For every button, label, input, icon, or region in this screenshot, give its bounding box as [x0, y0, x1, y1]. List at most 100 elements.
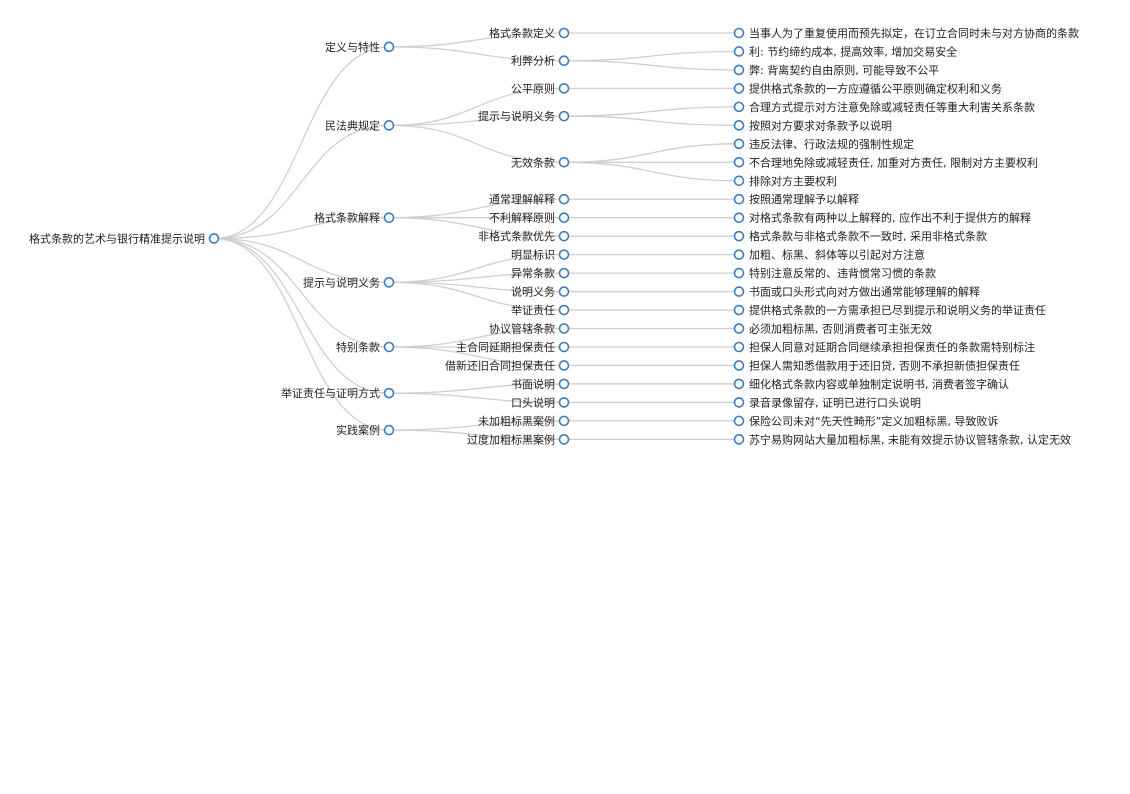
topic-node[interactable]: 无效条款 [511, 155, 570, 169]
leaf-node[interactable]: 细化格式条款内容或单独制定说明书, 消费者签字确认 [733, 377, 1010, 391]
node-circle-icon[interactable] [733, 46, 745, 57]
node-circle-icon[interactable] [733, 212, 745, 223]
topic-node[interactable]: 不利解释原则 [489, 211, 570, 225]
node-circle-icon[interactable] [558, 230, 570, 242]
node-circle-icon[interactable] [733, 64, 745, 76]
node-circle-icon[interactable] [733, 83, 745, 94]
node-circle-icon[interactable] [558, 27, 570, 39]
node-circle-icon[interactable] [383, 424, 395, 436]
leaf-node[interactable]: 不合理地免除或减轻责任, 加重对方责任, 限制对方主要权利 [733, 155, 1039, 169]
node-circle-icon[interactable] [558, 341, 570, 353]
branch-node[interactable]: 举证责任与证明方式 [281, 386, 395, 400]
node-circle-icon[interactable] [733, 397, 745, 408]
leaf-node[interactable]: 提供格式条款的一方需承担已尽到提示和说明义务的举证责任 [733, 303, 1047, 317]
leaf-node[interactable]: 加粗、标黑、斜体等以引起对方注意 [733, 248, 926, 262]
branch-node[interactable]: 民法典规定 [325, 118, 395, 132]
node-circle-icon[interactable] [208, 233, 220, 244]
leaf-node[interactable]: 担保人需知悉借款用于还旧贷, 否则不承担新债担保责任 [733, 358, 1021, 372]
branch-node[interactable]: 实践案例 [336, 423, 395, 437]
topic-node[interactable]: 明显标识 [511, 248, 570, 262]
node-circle-icon[interactable] [383, 41, 395, 53]
node-circle-icon[interactable] [558, 156, 570, 168]
topic-node[interactable]: 举证责任 [511, 303, 570, 317]
leaf-node[interactable]: 提供格式条款的一方应遵循公平原则确定权利和义务 [733, 81, 1003, 95]
node-circle-icon[interactable] [558, 193, 570, 205]
node-circle-icon[interactable] [733, 101, 745, 113]
leaf-node[interactable]: 对格式条款有两种以上解释的, 应作出不利于提供方的解释 [733, 211, 1032, 225]
node-circle-icon[interactable] [733, 120, 745, 131]
topic-node[interactable]: 说明义务 [511, 285, 570, 299]
topic-node[interactable]: 利弊分析 [511, 54, 570, 68]
leaf-node[interactable]: 录音录像留存, 证明已进行口头说明 [733, 395, 922, 409]
node-circle-icon[interactable] [558, 55, 570, 67]
node-circle-icon[interactable] [733, 156, 745, 168]
node-circle-icon[interactable] [733, 323, 745, 334]
branch-node[interactable]: 提示与说明义务 [303, 275, 395, 289]
topic-node[interactable]: 未加粗标黑案例 [478, 414, 570, 428]
branch-node[interactable]: 定义与特性 [325, 40, 395, 54]
node-circle-icon[interactable] [558, 212, 570, 223]
leaf-node[interactable]: 担保人同意对延期合同继续承担担保责任的条款需特别标注 [733, 340, 1036, 354]
topic-node[interactable]: 借新还旧合同担保责任 [445, 358, 570, 372]
node-circle-icon[interactable] [733, 230, 745, 242]
node-circle-icon[interactable] [558, 397, 570, 408]
node-circle-icon[interactable] [733, 360, 745, 371]
leaf-node[interactable]: 利: 节约缔约成本, 提高效率, 增加交易安全 [733, 44, 958, 58]
node-circle-icon[interactable] [733, 267, 745, 279]
leaf-node[interactable]: 按照对方要求对条款予以说明 [733, 118, 893, 132]
node-circle-icon[interactable] [558, 267, 570, 279]
leaf-node[interactable]: 保险公司未对“先天性畸形”定义加粗标黑, 导致败诉 [733, 414, 999, 428]
leaf-node[interactable]: 书面或口头形式向对方做出通常能够理解的解释 [733, 285, 981, 299]
leaf-node[interactable]: 苏宁易购网站大量加粗标黑, 未能有效提示协议管辖条款, 认定无效 [733, 432, 1071, 446]
topic-node[interactable]: 过度加粗标黑案例 [467, 432, 570, 446]
node-circle-icon[interactable] [733, 341, 745, 353]
topic-node[interactable]: 异常条款 [511, 266, 570, 280]
node-circle-icon[interactable] [733, 175, 745, 187]
node-circle-icon[interactable] [558, 304, 570, 316]
topic-node[interactable]: 协议管辖条款 [489, 322, 570, 336]
node-circle-icon[interactable] [733, 378, 745, 390]
leaf-node[interactable]: 当事人为了重复使用而预先拟定，在订立合同时未与对方协商的条款 [733, 26, 1080, 40]
topic-node[interactable]: 提示与说明义务 [478, 109, 570, 123]
topic-node[interactable]: 书面说明 [511, 377, 570, 391]
branch-node[interactable]: 格式条款解释 [314, 211, 395, 225]
node-circle-icon[interactable] [383, 277, 395, 288]
node-circle-icon[interactable] [733, 304, 745, 316]
topic-node[interactable]: 口头说明 [511, 395, 570, 409]
node-circle-icon[interactable] [558, 434, 570, 445]
leaf-node[interactable]: 特别注意反常的、违背惯常习惯的条款 [733, 266, 937, 280]
node-circle-icon[interactable] [733, 286, 745, 297]
topic-node[interactable]: 通常理解解释 [489, 192, 570, 206]
topic-node[interactable]: 主合同延期担保责任 [456, 340, 570, 354]
topic-node[interactable]: 公平原则 [511, 82, 570, 95]
topic-node[interactable]: 格式条款定义 [489, 26, 570, 40]
node-circle-icon[interactable] [558, 110, 570, 122]
node-circle-icon[interactable] [733, 138, 745, 150]
leaf-node[interactable]: 合理方式提示对方注意免除或减轻责任等重大利害关系条款 [733, 100, 1036, 114]
node-circle-icon[interactable] [558, 415, 570, 427]
node-circle-icon[interactable] [733, 27, 745, 39]
node-circle-icon[interactable] [558, 360, 570, 371]
root-node[interactable]: 格式条款的艺术与银行精准提示说明 [29, 231, 220, 245]
leaf-node[interactable]: 排除对方主要权利 [733, 174, 838, 188]
leaf-node[interactable]: 违反法律、行政法规的强制性规定 [733, 137, 915, 151]
node-circle-icon[interactable] [733, 434, 745, 445]
leaf-node[interactable]: 按照通常理解予以解释 [733, 192, 860, 206]
node-circle-icon[interactable] [383, 387, 395, 399]
leaf-node[interactable]: 弊: 背离契约自由原则, 可能导致不公平 [733, 63, 940, 77]
branch-node[interactable]: 特别条款 [336, 340, 395, 354]
node-circle-icon[interactable] [733, 415, 745, 427]
node-circle-icon[interactable] [558, 286, 570, 297]
leaf-node[interactable]: 格式条款与非格式条款不一致时, 采用非格式条款 [733, 229, 988, 243]
node-circle-icon[interactable] [733, 249, 745, 260]
node-circle-icon[interactable] [733, 193, 745, 205]
node-circle-icon[interactable] [558, 83, 570, 94]
node-circle-icon[interactable] [558, 249, 570, 260]
node-circle-icon[interactable] [383, 120, 395, 131]
node-circle-icon[interactable] [383, 212, 395, 223]
node-circle-icon[interactable] [558, 323, 570, 334]
topic-node[interactable]: 非格式条款优先 [478, 229, 570, 243]
leaf-node[interactable]: 必须加粗标黑, 否则消费者可主张无效 [733, 322, 933, 336]
node-circle-icon[interactable] [383, 341, 395, 353]
node-circle-icon[interactable] [558, 378, 570, 390]
